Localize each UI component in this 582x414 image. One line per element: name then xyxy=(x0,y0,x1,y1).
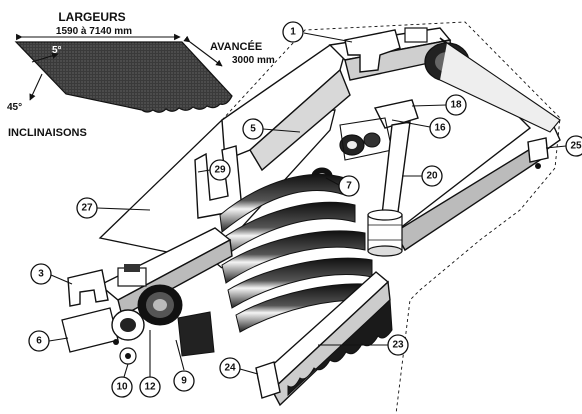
fabric-swatch xyxy=(14,41,233,113)
projection-value: 3000 mm xyxy=(232,55,275,66)
angle-min: 5° xyxy=(52,45,62,56)
callout-9-bubble xyxy=(173,370,195,392)
top-bracket xyxy=(344,29,401,73)
callout-25-bubble xyxy=(565,135,582,157)
angle-max-arrow xyxy=(29,73,43,101)
callout-29-bubble xyxy=(209,159,231,181)
end-cap xyxy=(255,361,281,399)
callout-6: 6 xyxy=(36,336,42,347)
callouts: 1 3 5 6 7 9 10 12 16 18 20 23 xyxy=(28,21,582,398)
callout-5: 5 xyxy=(250,124,256,135)
callout-25: 25 xyxy=(570,141,582,152)
callout-10: 10 xyxy=(116,382,128,393)
callout-20: 20 xyxy=(426,171,438,182)
angle-max: 45° xyxy=(7,102,22,113)
callout-16-bubble xyxy=(429,117,451,139)
callout-24: 24 xyxy=(224,363,236,374)
callout-1-bubble xyxy=(282,21,304,43)
cylinder-housing xyxy=(367,209,403,257)
callout-20-bubble xyxy=(421,165,443,187)
fabric-inset: LARGEURS 1590 à 7140 mm 5° 45° INCLINAIS… xyxy=(7,10,275,139)
callout-24-bubble xyxy=(219,357,241,379)
callout-3: 3 xyxy=(38,269,44,280)
callout-6-bubble xyxy=(28,330,50,352)
callout-12-bubble xyxy=(139,376,161,398)
width-range: 1590 à 7140 mm xyxy=(56,26,132,37)
crank-gear xyxy=(119,347,137,365)
angle-min-arrow xyxy=(31,52,59,63)
callout-10-bubble xyxy=(111,376,133,398)
width-title: LARGEURS xyxy=(58,10,125,24)
callout-12: 12 xyxy=(144,382,156,393)
callout-23-bubble xyxy=(387,334,409,356)
callout-7: 7 xyxy=(346,181,352,192)
callout-3-bubble xyxy=(30,263,52,285)
drive-head xyxy=(61,307,145,353)
valance xyxy=(287,298,393,397)
callout-27-bubble xyxy=(76,197,98,219)
awning-assembly xyxy=(61,21,561,414)
right-end-fitting xyxy=(527,137,549,163)
projection-arrow xyxy=(183,35,223,67)
callout-5-bubble xyxy=(242,118,264,140)
projection-title: AVANCÉE xyxy=(210,40,262,53)
motor-drum xyxy=(137,284,215,357)
callout-18: 18 xyxy=(450,100,462,111)
bracket-29 xyxy=(194,145,243,219)
callout-18-bubble xyxy=(445,94,467,116)
callout-16: 16 xyxy=(434,123,446,134)
callout-23: 23 xyxy=(392,340,404,351)
callout-27: 27 xyxy=(81,203,93,214)
wall-bracket xyxy=(67,269,109,307)
support-arm xyxy=(381,121,411,216)
callout-7-bubble xyxy=(338,175,360,197)
inclination-label: INCLINAISONS xyxy=(8,127,87,139)
callout-29: 29 xyxy=(214,165,226,176)
callout-9: 9 xyxy=(181,376,187,387)
callout-1: 1 xyxy=(290,27,296,38)
